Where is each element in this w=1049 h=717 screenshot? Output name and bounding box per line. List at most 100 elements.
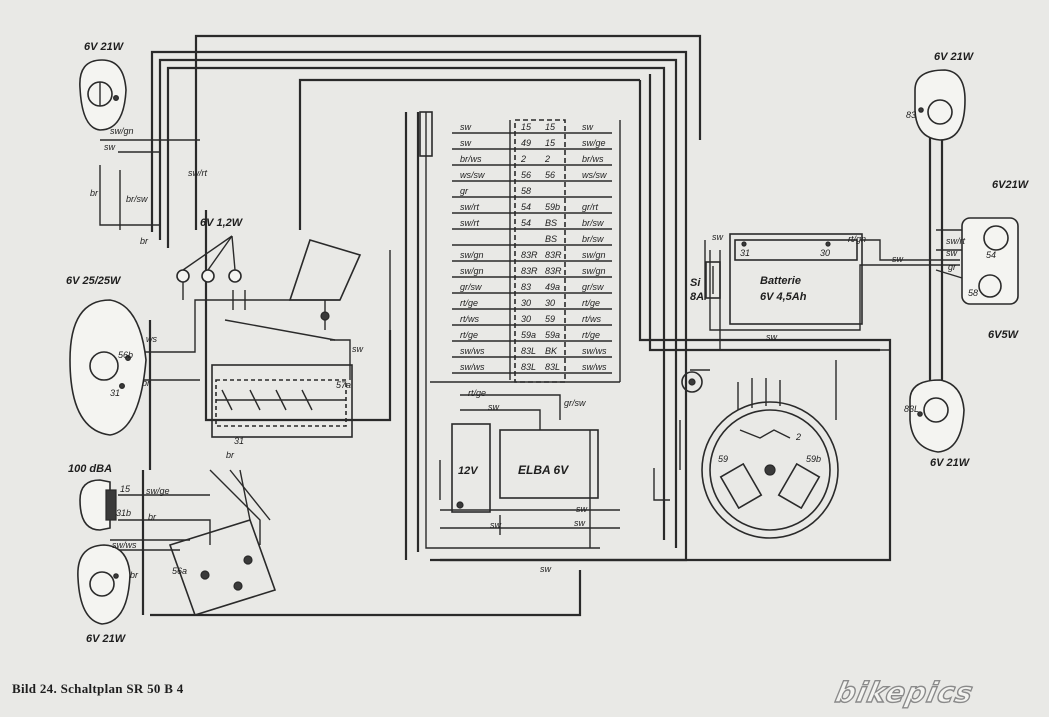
wire-label: sw [892,254,904,264]
battery-rating: 6V 4,5Ah [760,291,807,303]
bulbs-label: 6V 1,2W [200,217,244,229]
terminal-label: 31 [234,436,244,446]
horn-label: 100 dBA [68,463,112,475]
brake-light-switch [681,371,703,393]
connector-row-label: BK [545,346,558,356]
connector-row-label: 54 [521,202,531,212]
connector-row-label: sw/ws [582,346,607,356]
generator [701,378,839,539]
connector-row-label: BS [545,218,557,228]
connector-row-label: gr/sw [460,282,482,292]
terminal-label: 57a [336,380,351,390]
wire-label: sw/gn [110,126,134,136]
watermark-logo: bikepics [832,675,978,709]
connector-row-label: sw/gn [582,266,606,276]
connector-row-label: 56 [521,170,531,180]
connector-row-label: 83L [545,362,560,372]
connector-row-label: 2 [544,154,550,164]
connector-row-label: br/sw [582,234,604,244]
terminal-label: 31 [110,388,120,398]
indicator-bulbs [176,235,242,283]
component-labels: 6V 21W 6V 21W 6V 1,2W 6V 25/25W 100 dBA … [66,41,1030,645]
connector-row-label: rt/ge [582,298,600,308]
connector-row-label: sw [460,138,472,148]
connector-row-label: 59a [521,330,536,340]
connector-row-label: 56 [545,170,555,180]
connector-row-label: 83R [545,266,562,276]
battery [729,233,863,325]
lamp-bottom-left [77,544,131,625]
wire-label: sw [488,402,500,412]
terminal-label: 83L [904,404,919,414]
terminal-label: 56a [172,566,187,576]
connector-row-label: sw/ws [582,362,607,372]
terminal-label: 56b [118,350,133,360]
wire-label: sw [574,518,586,528]
connector-row-label: ws/sw [460,170,485,180]
lamp-label-right-middle: 6V21W [992,179,1030,191]
connector-row-label: 58 [521,186,531,196]
terminal-label: 59 [718,454,728,464]
wire-label: sw/ws [112,540,137,550]
connector-row-label: 54 [521,218,531,228]
wire-label: rt/gn [848,234,866,244]
terminal-label: 31b [116,508,131,518]
coil-label: 12V [458,465,479,477]
wire-label: sw [540,564,552,574]
wire-label: br [140,236,149,246]
connector-row-label: br/ws [460,154,482,164]
light-switch [211,364,353,438]
wire-label: sw [576,504,588,514]
elba-label: ELBA 6V [518,463,569,477]
lamp-label-bottom-left: 6V 21W [86,633,127,645]
connector-row-label: 30 [521,298,531,308]
connector-row-label: sw/gn [582,250,606,260]
lamp-top-left [79,59,127,131]
connector-row-label: 59a [545,330,560,340]
figure-caption: Bild 24. Schaltplan SR 50 B 4 [12,681,184,696]
headlamp [69,299,147,436]
connector-row-label: gr/sw [582,282,604,292]
connector-row-label: sw/rt [460,202,479,212]
connector-row-label: 83R [545,250,562,260]
fuse-rating: 8A [690,291,704,303]
wire-label: gr/sw [564,398,586,408]
wire-label: rt/ge [468,388,486,398]
lamp-label-top-left: 6V 21W [84,41,125,53]
connector-row-label: 30 [521,314,531,324]
terminal-label: 15 [120,484,131,494]
connector-row-label: 83L [521,346,536,356]
terminal-label: 59b [806,454,821,464]
wire-label: sw [712,232,724,242]
headlamp-label: 6V 25/25W [66,275,122,287]
connector-row-label: sw/ws [460,346,485,356]
terminal-label: 54 [986,250,996,260]
connector-row-label: 59b [545,202,560,212]
connector-row-label: 83R [521,266,538,276]
connector-row-label: sw/gn [460,250,484,260]
connector-row-label: sw/ge [582,138,606,148]
horn [79,479,117,531]
wire-label: sw/ge [146,486,170,496]
terminal-label: 31 [740,248,750,258]
connector-row-label: 83R [521,250,538,260]
connector-row-label: 49a [545,282,560,292]
connector-row-label: sw/rt [460,218,479,228]
connector-row-label: sw [582,122,594,132]
wire-label: sw [352,344,364,354]
fuse-label: Si [690,277,701,289]
elba-regulator [499,429,599,499]
wire-label: sw [766,332,778,342]
connector-row-label: rt/ws [582,314,601,324]
terminal-label: 83 [906,110,916,120]
terminal-label: 58 [968,288,978,298]
lamp-label-right-small: 6V5W [988,329,1020,341]
connector-row-label: 30 [545,298,555,308]
connector-row-label: sw [460,122,472,132]
lamp-bottom-right [909,379,965,453]
connector-row-label: rt/ge [460,298,478,308]
ignition-coil [451,423,491,513]
wire-label: br [148,512,157,522]
connector-row-label: 15 [521,122,532,132]
